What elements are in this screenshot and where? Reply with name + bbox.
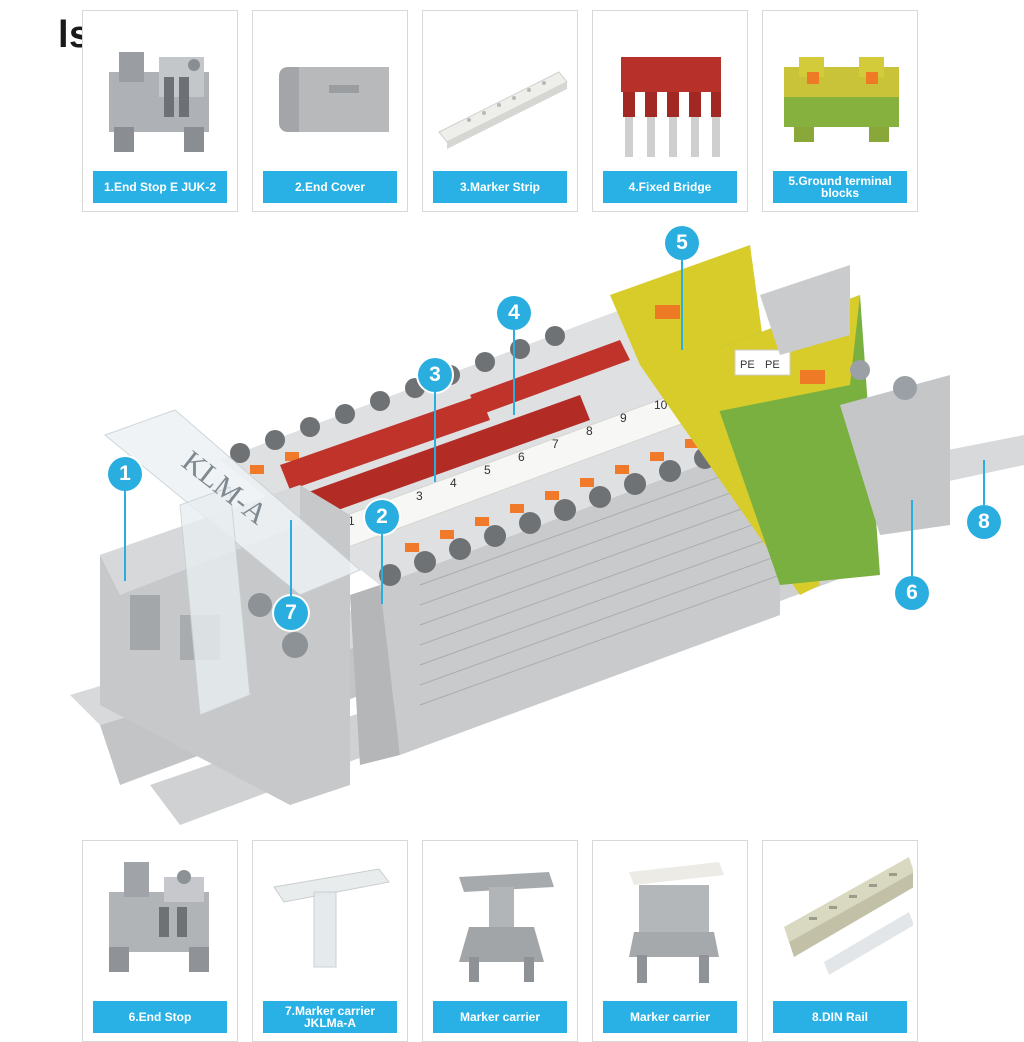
marker-number: 6	[518, 450, 525, 464]
product-card-end-stop-e-juk-2[interactable]: 1.End Stop E JUK-2	[82, 10, 238, 212]
product-card-din-rail[interactable]: 8.DIN Rail	[762, 840, 918, 1042]
marker-number: 9	[620, 411, 627, 425]
card-label: Marker carrier	[603, 1001, 737, 1033]
callout-2: 2	[365, 500, 399, 534]
din-rail-icon	[784, 857, 913, 975]
callout-7: 7	[274, 596, 308, 630]
card-label: 8.DIN Rail	[773, 1001, 907, 1033]
product-card-ground-terminal-blocks[interactable]: 5.Ground terminal blocks	[762, 10, 918, 212]
marker-number: 10	[654, 398, 668, 412]
leader-line-6	[911, 500, 913, 576]
marker-number: 3	[416, 489, 423, 503]
marker-number: 7	[552, 437, 559, 451]
product-card-marker-strip[interactable]: 3.Marker Strip	[422, 10, 578, 212]
product-card-marker-carrier-2[interactable]: Marker carrier	[592, 840, 748, 1042]
callout-1: 1	[108, 457, 142, 491]
end-cover-icon	[279, 67, 389, 132]
end-stop-icon	[109, 862, 209, 972]
terminal-assembly-illustration: 1 2 3 4 5 6 7 8 9 10 11 12 PE PE KLM-A	[70, 245, 1024, 825]
marker-number: 8	[586, 424, 593, 438]
leader-line-7	[290, 520, 292, 596]
leader-line-2	[381, 534, 383, 604]
card-label: 3.Marker Strip	[433, 171, 567, 203]
marker-number: 1	[348, 514, 355, 528]
end-stop-icon	[109, 52, 209, 152]
card-label: 7.Marker carrier JKLMa-A	[263, 1001, 397, 1033]
marker-carrier-icon	[273, 868, 390, 968]
pe-label: PE	[765, 359, 780, 371]
marker-number: 4	[450, 476, 457, 490]
card-label: 1.End Stop E JUK-2	[93, 171, 227, 203]
ground-terminal-icon	[784, 57, 899, 142]
card-label: 5.Ground terminal blocks	[773, 171, 907, 203]
product-card-fixed-bridge[interactable]: 4.Fixed Bridge	[592, 10, 748, 212]
card-label: 4.Fixed Bridge	[603, 171, 737, 203]
card-label: Marker carrier	[433, 1001, 567, 1033]
product-card-end-stop[interactable]: 6.End Stop	[82, 840, 238, 1042]
callout-6: 6	[895, 576, 929, 610]
callout-5: 5	[665, 226, 699, 260]
leader-line-3	[434, 392, 436, 482]
marker-strip-icon	[438, 71, 568, 149]
leader-line-8	[983, 460, 985, 505]
callout-3: 3	[418, 358, 452, 392]
product-card-marker-carrier-1[interactable]: Marker carrier	[422, 840, 578, 1042]
leader-line-5	[681, 260, 683, 350]
callout-4: 4	[497, 296, 531, 330]
marker-number: 5	[484, 463, 491, 477]
card-label: 6.End Stop	[93, 1001, 227, 1033]
marker-carrier-icon	[459, 872, 554, 982]
leader-line-4	[513, 330, 515, 415]
fixed-bridge-icon	[621, 57, 721, 157]
product-card-end-cover[interactable]: 2.End Cover	[252, 10, 408, 212]
marker-carrier-icon	[629, 862, 724, 983]
leader-line-1	[124, 491, 126, 581]
pe-label: PE	[740, 359, 755, 371]
callout-8: 8	[967, 505, 1001, 539]
product-card-marker-carrier-jklma-a[interactable]: 7.Marker carrier JKLMa-A	[252, 840, 408, 1042]
card-label: 2.End Cover	[263, 171, 397, 203]
